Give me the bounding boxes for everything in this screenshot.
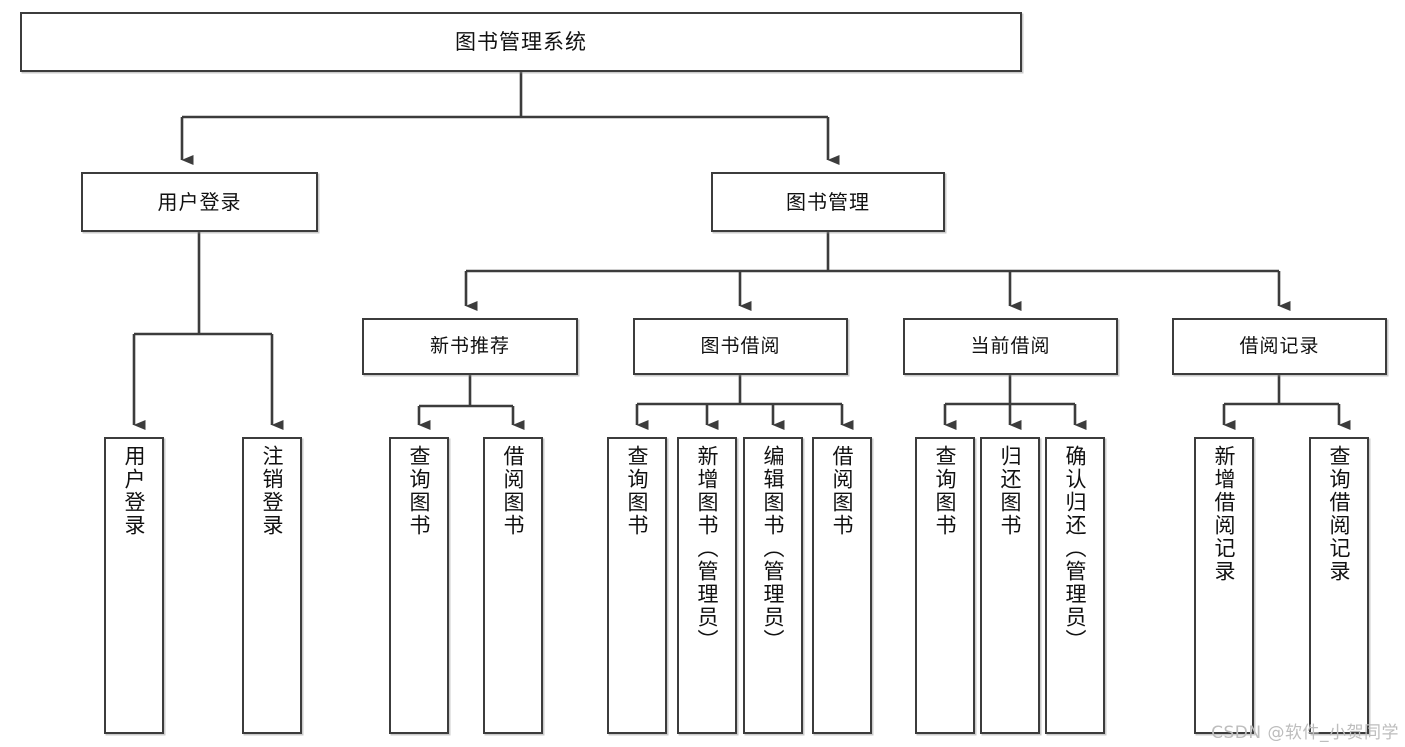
node-label: 编辑图书（管理员） [761, 445, 786, 652]
node-label: 注销登录 [260, 445, 285, 537]
node-label: 借阅图书 [830, 445, 855, 537]
node-new-book-recommend[interactable]: 新书推荐 [362, 318, 578, 375]
node-root-library-system[interactable]: 图书管理系统 [20, 12, 1022, 72]
node-label: 新增借阅记录 [1212, 445, 1237, 583]
node-borrow-record[interactable]: 借阅记录 [1172, 318, 1387, 375]
node-label: 图书管理 [786, 189, 870, 214]
node-label: 用户登录 [122, 445, 147, 537]
node-label: 查询借阅记录 [1327, 445, 1352, 583]
leaf-record-add-record[interactable]: 新增借阅记录 [1194, 437, 1254, 734]
node-label: 用户登录 [157, 189, 242, 214]
node-label: 确认归还（管理员） [1063, 445, 1088, 652]
leaf-current-return-book[interactable]: 归还图书 [980, 437, 1040, 734]
leaf-recommend-borrow-book[interactable]: 借阅图书 [483, 437, 543, 734]
leaf-borrow-borrow-book[interactable]: 借阅图书 [812, 437, 872, 734]
node-current-borrow[interactable]: 当前借阅 [903, 318, 1118, 375]
leaf-current-confirm-return-admin[interactable]: 确认归还（管理员） [1045, 437, 1105, 734]
leaf-user-login-logout[interactable]: 注销登录 [242, 437, 302, 734]
node-label: 借阅记录 [1239, 334, 1320, 357]
node-label: 查询图书 [407, 445, 432, 537]
node-book-borrow[interactable]: 图书借阅 [633, 318, 848, 375]
leaf-user-login-login[interactable]: 用户登录 [104, 437, 164, 734]
leaf-current-query-book[interactable]: 查询图书 [915, 437, 975, 734]
node-label: 查询图书 [933, 445, 958, 537]
leaf-borrow-add-book-admin[interactable]: 新增图书（管理员） [677, 437, 737, 734]
node-label: 新增图书（管理员） [695, 445, 720, 652]
leaf-record-query-record[interactable]: 查询借阅记录 [1309, 437, 1369, 734]
node-label: 当前借阅 [970, 334, 1051, 357]
csdn-watermark: CSDN @软件_小贺同学 [1211, 723, 1399, 743]
node-label: 图书管理系统 [455, 29, 587, 54]
leaf-borrow-query-book[interactable]: 查询图书 [607, 437, 667, 734]
node-label: 借阅图书 [501, 445, 526, 537]
node-label: 查询图书 [625, 445, 650, 537]
node-label: 新书推荐 [429, 334, 510, 357]
node-user-login[interactable]: 用户登录 [81, 172, 318, 232]
node-book-management[interactable]: 图书管理 [711, 172, 945, 232]
node-label: 归还图书 [998, 445, 1023, 537]
leaf-borrow-edit-book-admin[interactable]: 编辑图书（管理员） [743, 437, 803, 734]
leaf-recommend-query-book[interactable]: 查询图书 [389, 437, 449, 734]
node-label: 图书借阅 [700, 334, 781, 357]
